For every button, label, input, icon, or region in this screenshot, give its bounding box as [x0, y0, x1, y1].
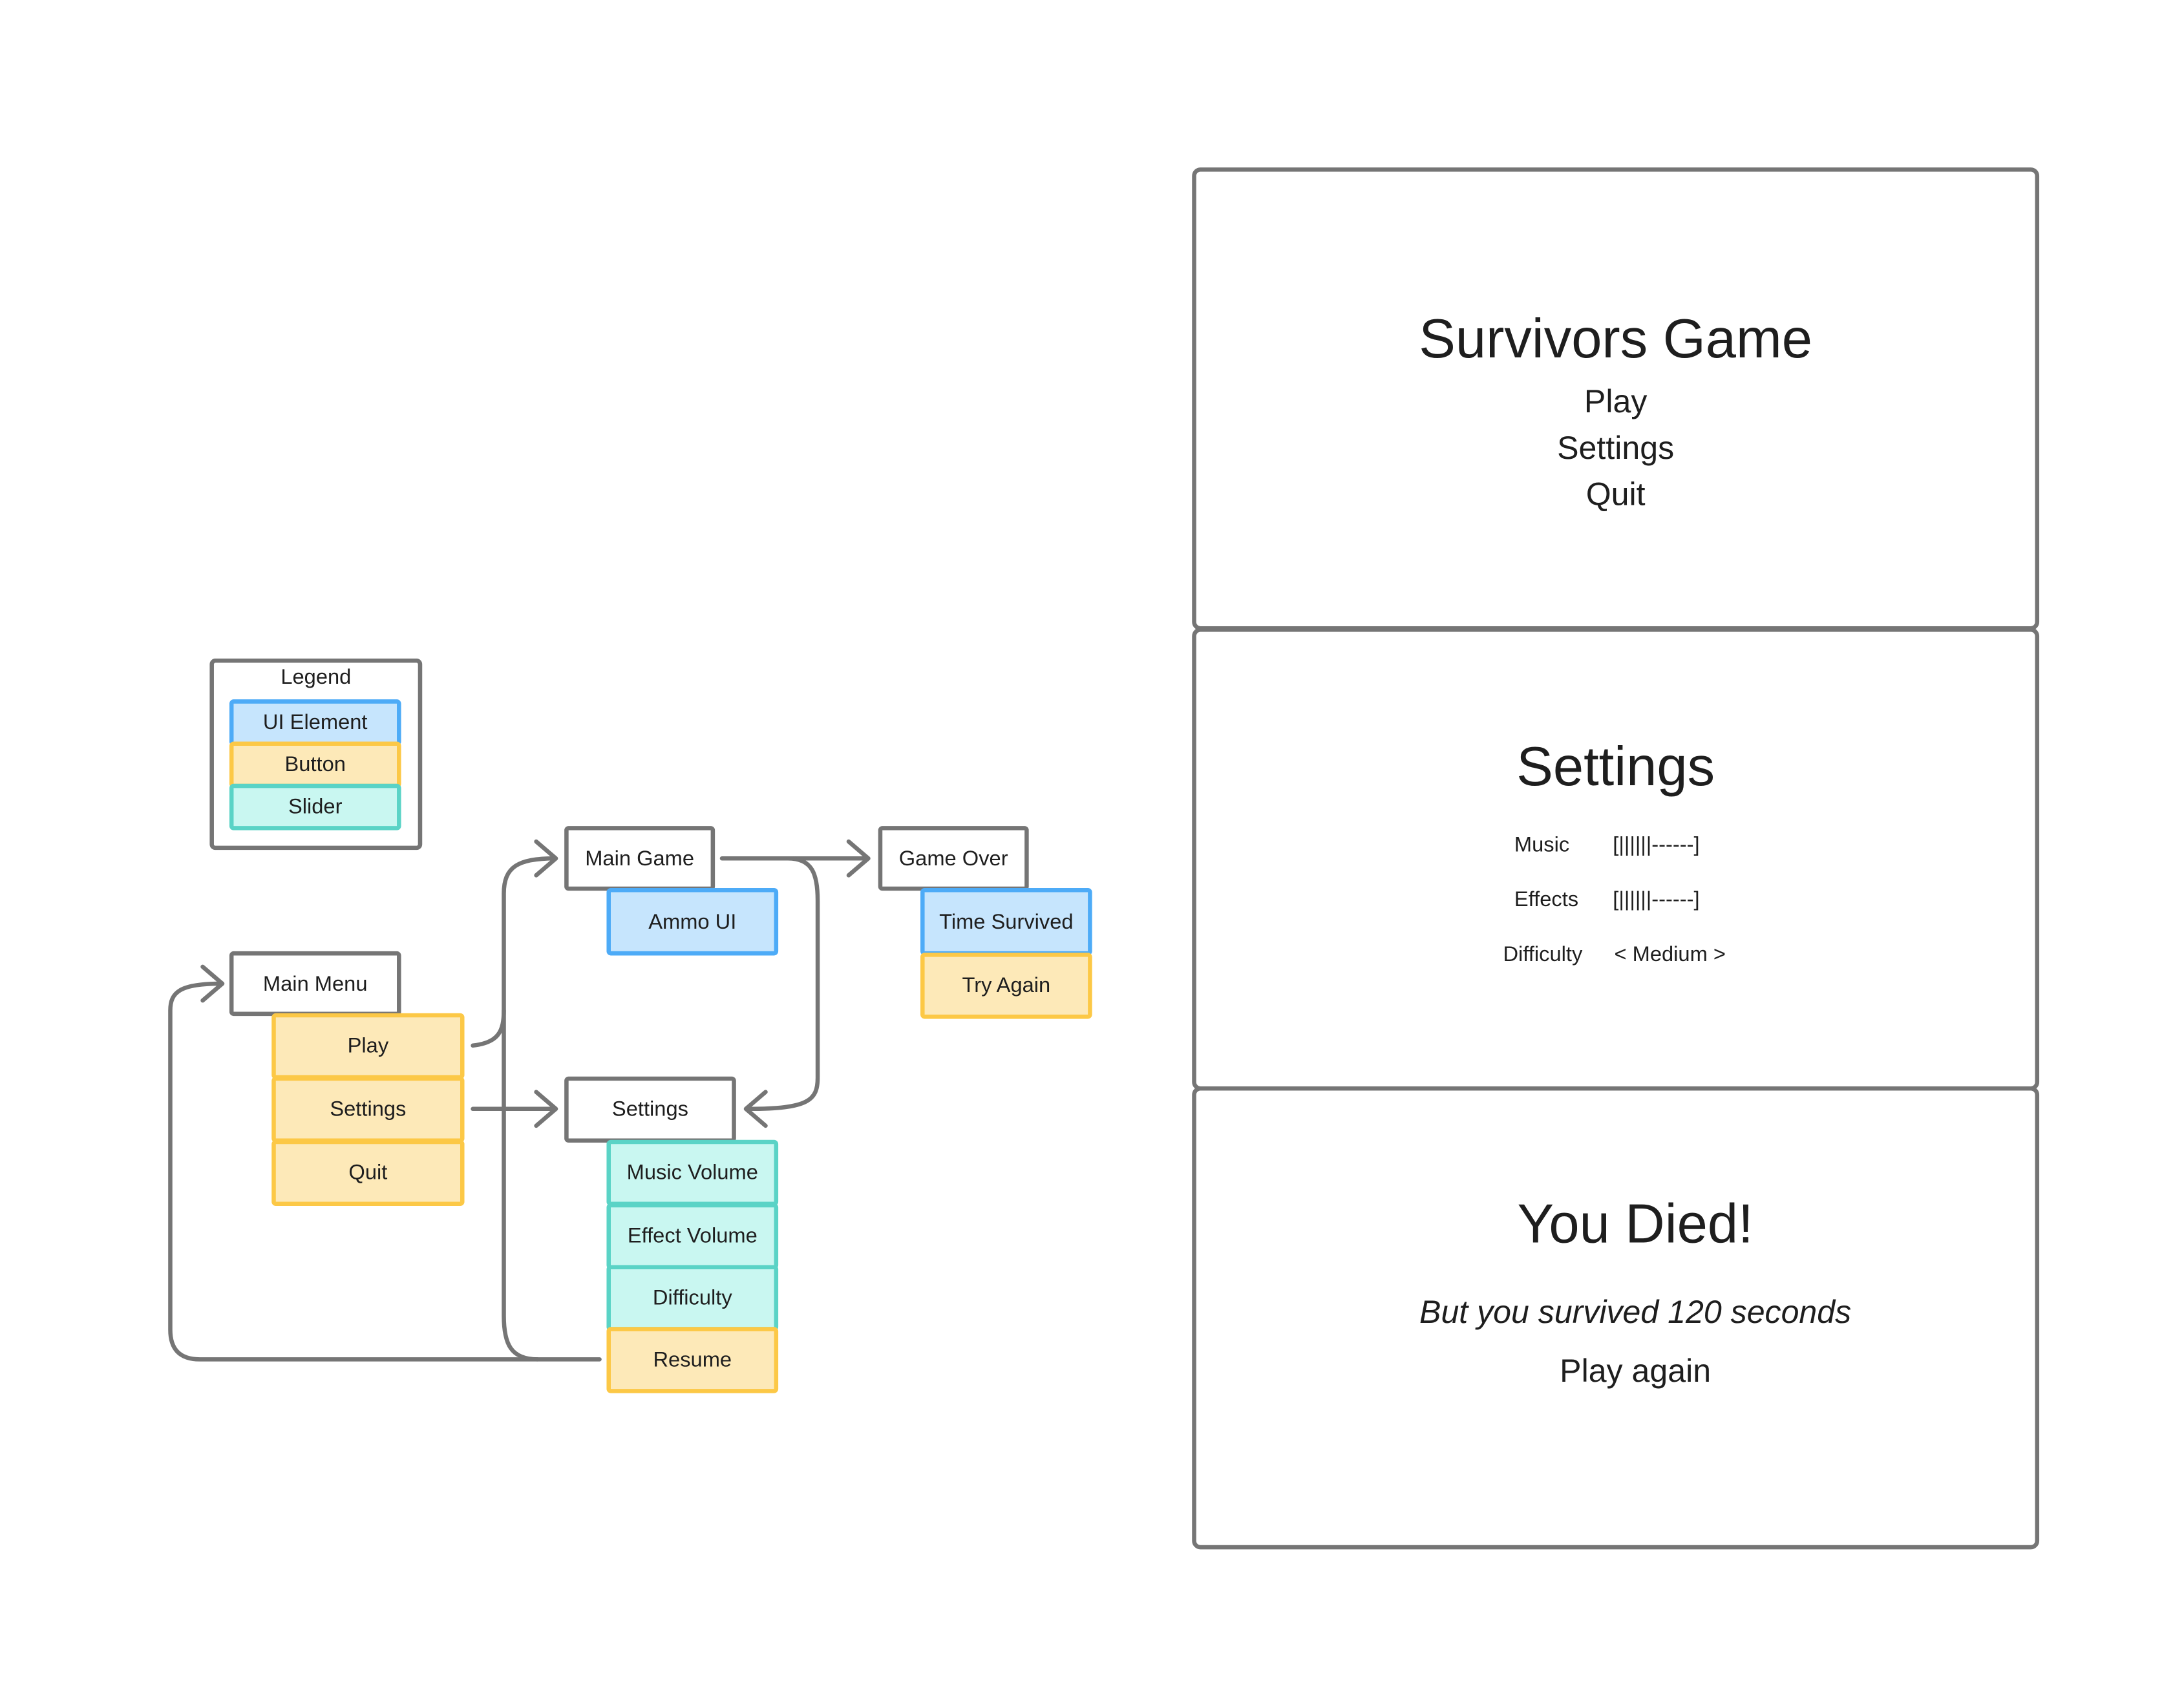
arrow-settings-to-settings-head [534, 1090, 558, 1128]
legend-title: Legend [281, 665, 352, 690]
node-main-menu: Main Menu [229, 951, 401, 1017]
screen-game-over-title: You Died! [1517, 1194, 1754, 1256]
screen-main-menu: Survivors Game Play Settings Quit [1192, 167, 2040, 631]
screen-game-over: You Died! But you survived 120 seconds P… [1192, 1086, 2040, 1550]
arrow-resume-to-main-game [502, 1008, 602, 1362]
settings-difficulty-selector[interactable]: < Medium > [1614, 942, 1726, 967]
node-time-survived: Time Survived [920, 887, 1092, 956]
screen-quit-option[interactable]: Quit [1585, 475, 1646, 512]
arrow-main-game-to-settings-head [743, 1090, 768, 1128]
settings-effects-label: Effects [1514, 887, 1579, 912]
legend-button: Button [229, 741, 401, 788]
node-ammo-ui: Ammo UI [606, 887, 779, 956]
screen-settings-title: Settings [1516, 737, 1715, 798]
arrow-main-game-to-game-over-head [846, 839, 871, 878]
legend-ui-element: UI Element [229, 699, 401, 746]
arrow-play-to-main-game [471, 856, 557, 1048]
node-play-button: Play [271, 1013, 465, 1080]
node-difficulty-slider: Difficulty [606, 1265, 779, 1331]
arrow-resume-to-main-menu-head [200, 964, 225, 1003]
settings-effects-slider[interactable]: [||||||------] [1613, 887, 1700, 912]
settings-music-slider[interactable]: [||||||------] [1613, 833, 1700, 858]
node-try-again-button: Try Again [920, 953, 1092, 1019]
arrow-resume-to-main-menu [168, 981, 540, 1362]
screen-settings: Settings Music [||||||------] Effects [|… [1192, 628, 2040, 1091]
node-resume-button: Resume [606, 1327, 779, 1393]
screen-play-again-option[interactable]: Play again [1560, 1352, 1712, 1389]
screen-play-option[interactable]: Play [1584, 383, 1648, 419]
node-settings-button: Settings [271, 1076, 465, 1143]
screen-survived-text: But you survived 120 seconds [1419, 1293, 1852, 1330]
arrow-play-to-main-game-head [534, 839, 558, 878]
settings-difficulty-label: Difficulty [1503, 942, 1583, 967]
node-effect-volume-slider: Effect Volume [606, 1203, 779, 1270]
node-main-game: Main Game [564, 826, 716, 891]
screen-main-menu-title: Survivors Game [1419, 310, 1813, 370]
node-game-over: Game Over [878, 826, 1029, 891]
settings-music-label: Music [1514, 833, 1570, 858]
node-music-volume-slider: Music Volume [606, 1139, 779, 1207]
node-settings: Settings [564, 1076, 736, 1143]
screen-settings-option[interactable]: Settings [1557, 429, 1675, 466]
arrow-main-game-to-settings [747, 856, 820, 1112]
node-quit-button: Quit [271, 1139, 465, 1207]
legend-slider: Slider [229, 783, 401, 830]
